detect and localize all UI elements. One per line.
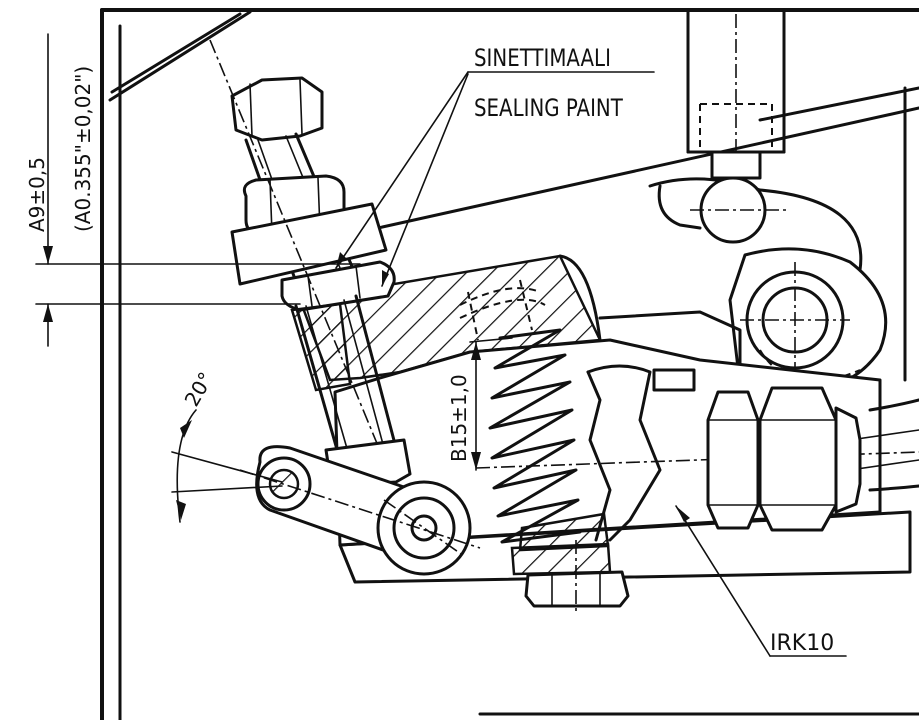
dimension-b — [469, 337, 513, 471]
dimension-a — [35, 33, 361, 347]
part-leader — [675, 505, 847, 657]
label-dimension-a-metric: A9±0,5 — [25, 157, 49, 232]
bottom-nut — [510, 540, 630, 612]
hex-nuts-right — [706, 386, 862, 532]
label-angle: 20° — [180, 368, 219, 411]
frame-diagonal — [108, 10, 252, 102]
angle-dimension — [171, 409, 283, 523]
label-dimension-b: B15±1,0 — [447, 374, 471, 462]
label-part-number: IRK10 — [770, 631, 834, 656]
link-rod — [239, 445, 481, 576]
label-sealing-paint-fi: SINETTIMAALI — [474, 44, 611, 72]
compression-spring — [488, 328, 610, 552]
label-sealing-paint-en: SEALING PAINT — [474, 94, 623, 122]
label-dimension-a-inch: (A0.355"±0,02") — [71, 66, 95, 232]
vertical-pin — [686, 8, 790, 244]
